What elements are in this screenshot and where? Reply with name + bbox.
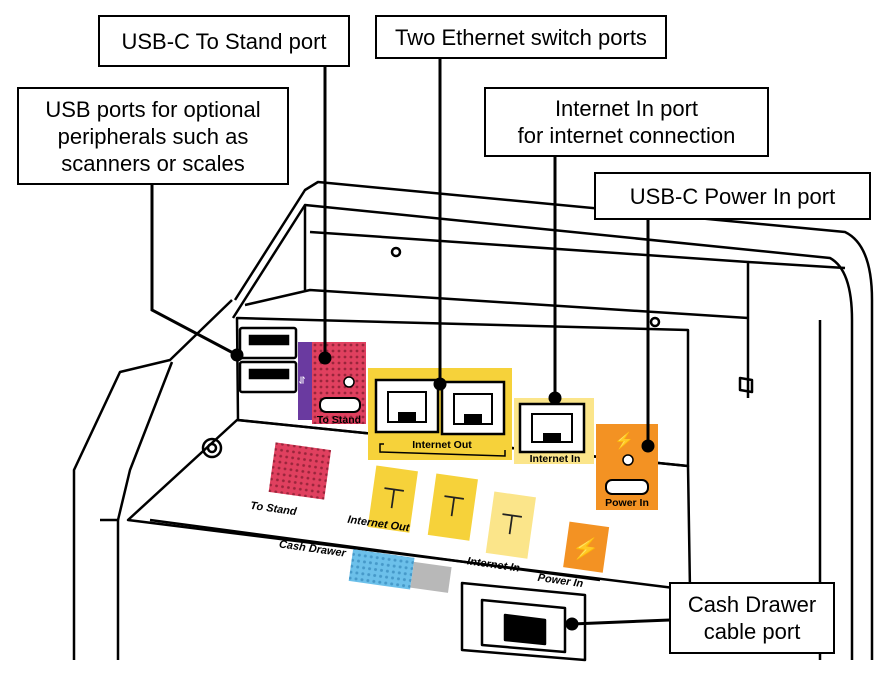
- tray-ethernet-tag-1: ⊤: [367, 465, 418, 533]
- device-label-to-stand: To Stand: [317, 414, 361, 426]
- device-label-internet-out: Internet Out: [412, 439, 472, 451]
- tray-ethernet-tag-2: ⊤: [427, 473, 478, 541]
- tray-ethernet-tag-3: ⊤: [485, 491, 536, 559]
- tray-label-power-in: Power In: [537, 572, 584, 590]
- callout-ethernet-switch: Two Ethernet switch ports: [375, 15, 667, 59]
- internet-out-port-block: Internet Out: [368, 368, 512, 460]
- usb-a-ports: [238, 326, 298, 394]
- ethernet-icon: ⊤: [379, 482, 407, 516]
- tray-label-to-stand: To Stand: [249, 500, 297, 518]
- tray-cash-drawer-tag: [348, 549, 452, 593]
- usb-color-strip: [298, 342, 312, 420]
- callout-usbc-power-in: USB-C Power In port: [594, 172, 871, 220]
- callout-usb-peripherals: USB ports for optional peripherals such …: [17, 87, 289, 185]
- ethernet-icon: ⊤: [439, 490, 467, 524]
- usb-symbol-icon: ⇋: [297, 376, 308, 384]
- callout-usbc-to-stand: USB-C To Stand port: [98, 15, 350, 67]
- lightning-icon: ⚡: [614, 431, 634, 450]
- tray-icons: ⊤ ⊤ ⊤ ⚡ To Stand Internet Out Internet I…: [249, 442, 610, 593]
- lightning-icon: ⚡: [570, 534, 601, 564]
- leader-lines: [150, 58, 671, 631]
- callout-internet-in: Internet In port for internet connection: [484, 87, 769, 157]
- internet-in-port-block: Internet In: [514, 398, 594, 465]
- tray-to-stand-tag: [268, 442, 332, 500]
- to-stand-port-block: To Stand: [312, 342, 366, 426]
- power-in-port-block: ⚡ Power In: [596, 424, 658, 510]
- tray-label-internet-in: Internet In: [466, 555, 521, 574]
- device-label-power-in: Power In: [605, 497, 649, 509]
- callout-cash-drawer: Cash Drawer cable port: [669, 582, 835, 654]
- device-label-internet-in: Internet In: [530, 453, 581, 465]
- ethernet-icon: ⊤: [497, 508, 525, 542]
- tray-power-tag: ⚡: [563, 521, 610, 573]
